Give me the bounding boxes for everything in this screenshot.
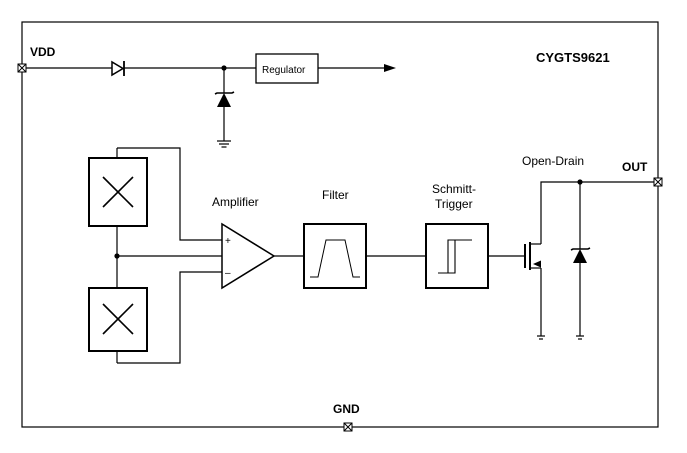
amplifier-triangle: [221, 222, 276, 290]
input-diode-icon: [111, 60, 125, 77]
filter-response-icon: [310, 239, 360, 278]
gnd-label: GND: [333, 402, 360, 416]
gnd-pin-terminal: [343, 422, 353, 432]
out-pin-terminal: [653, 177, 663, 187]
amplifier-minus-sign: –: [225, 268, 231, 279]
schmitt-trigger-block: [425, 223, 489, 289]
vdd-label: VDD: [30, 45, 56, 59]
ground-symbol-icon: [217, 140, 231, 148]
open-drain-label: Open-Drain: [522, 154, 584, 168]
filter-block: [303, 223, 367, 289]
schmitt-label-line1: Schmitt-: [432, 182, 476, 196]
sensor-to-amp-minus-wire: [117, 271, 222, 364]
chip-outline: [21, 21, 659, 428]
open-drain-fet-icon: [524, 242, 541, 270]
out-label: OUT: [622, 160, 648, 174]
output-zener-diode-icon: [570, 247, 591, 263]
regulator-label: Regulator: [262, 65, 306, 76]
zener-diode-icon: [214, 91, 235, 107]
regulator-block: [255, 53, 319, 84]
part-number: CYGTS9621: [536, 50, 610, 65]
vdd-pin-terminal: [17, 63, 27, 73]
regulator-output-arrow-icon: [384, 64, 396, 72]
drain-wire: [540, 181, 654, 244]
source-ground-icon: [537, 335, 545, 340]
schmitt-label-line2: Trigger: [435, 197, 473, 211]
filter-label: Filter: [322, 188, 349, 202]
amplifier-plus-sign: +: [225, 236, 231, 247]
output-ground-icon: [576, 335, 584, 340]
sensor-to-amp-plus-wire: [117, 147, 222, 241]
amplifier-label: Amplifier: [212, 195, 259, 209]
